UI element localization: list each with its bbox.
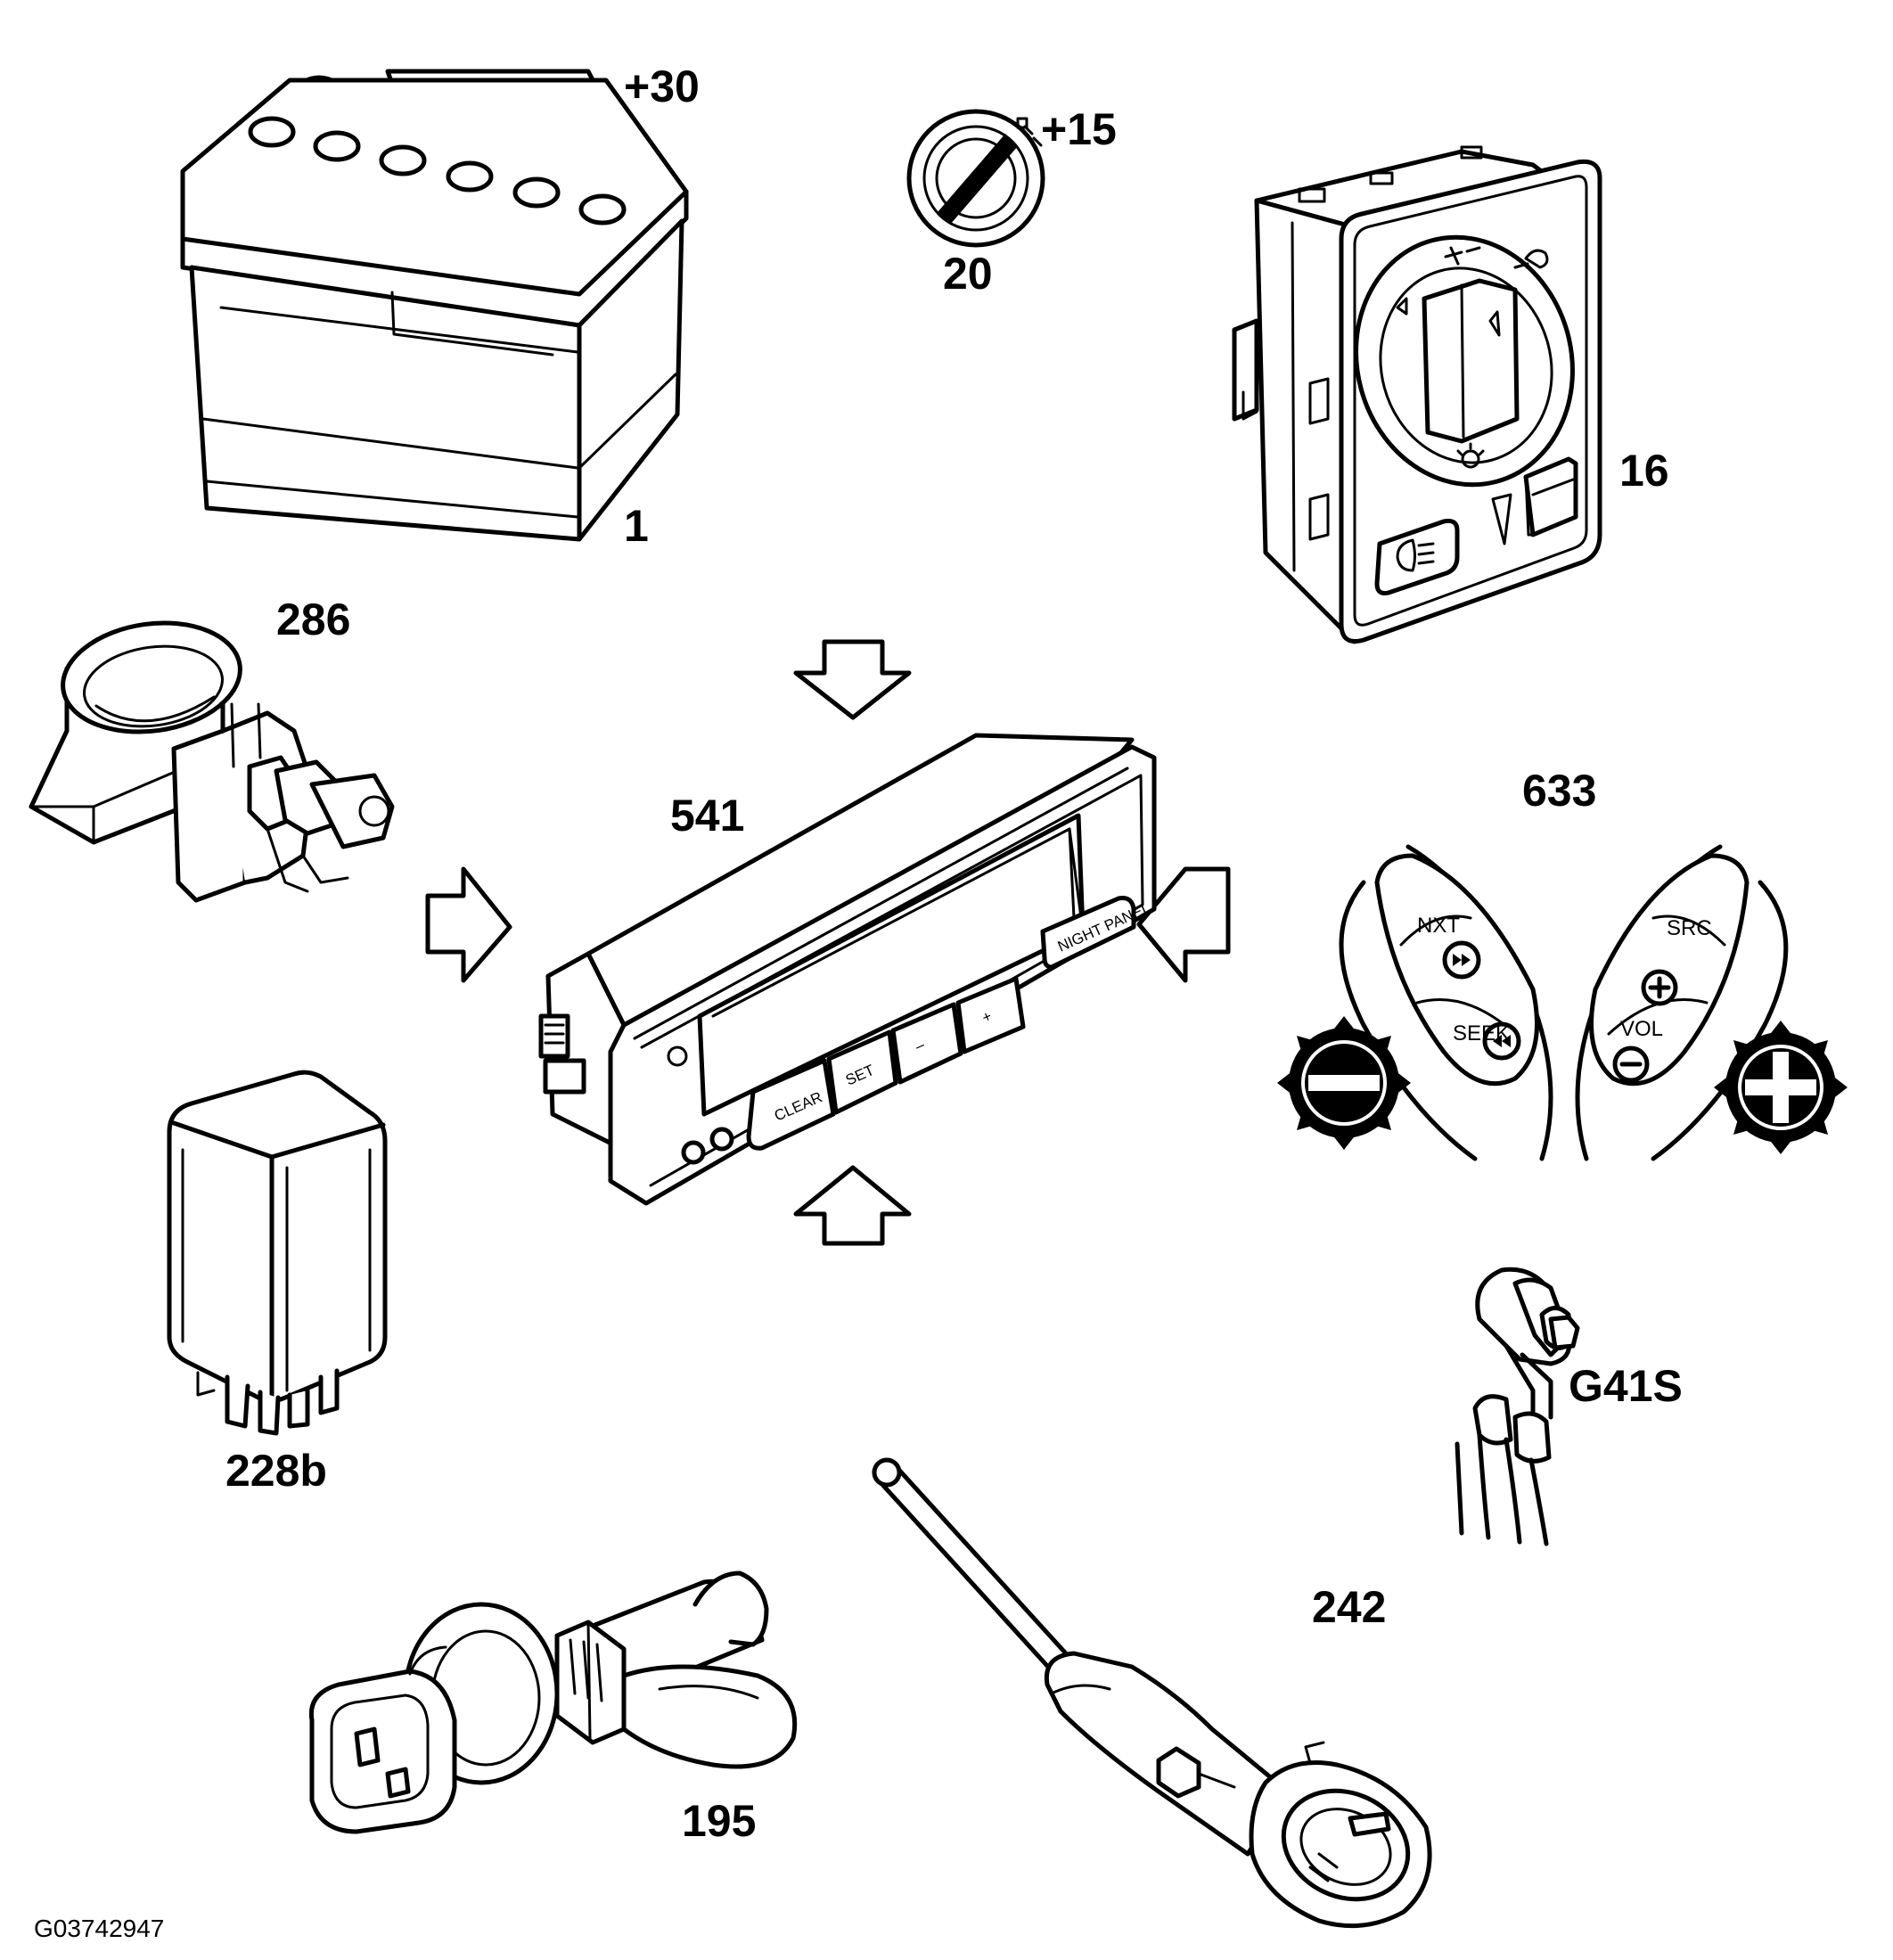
relay-illustration <box>167 1070 388 1436</box>
light-switch-illustration <box>1232 145 1602 644</box>
ground-point-illustration <box>1455 1267 1580 1546</box>
battery-terminal-label: +30 <box>624 62 700 111</box>
ignition-terminal-label: +15 <box>1041 104 1117 154</box>
probe-sensor-label: 242 <box>1312 1582 1387 1632</box>
ignition-switch-label: 20 <box>943 249 993 299</box>
control-unit-illustration: CLEAR SET – + NIGHT PANEL <box>538 733 1157 1206</box>
battery-label: 1 <box>624 501 649 551</box>
ignition-switch-illustration <box>906 109 1045 248</box>
arrow-top <box>793 639 912 720</box>
source-button-label: SRC <box>1667 916 1712 940</box>
ground-point-label: G41S <box>1569 1361 1683 1411</box>
steering-controls-label: 633 <box>1522 766 1597 816</box>
light-switch-label: 16 <box>1619 446 1669 496</box>
steering-controls-illustration <box>1277 844 1848 1161</box>
plus-gear-icon <box>1714 1021 1848 1154</box>
sensor-286-illustration <box>29 620 395 903</box>
battery-illustration <box>180 69 689 542</box>
arrow-bottom <box>793 1165 912 1246</box>
volume-label: VOL <box>1620 1017 1664 1041</box>
minus-gear-icon <box>1277 1016 1411 1150</box>
relay-label: 228b <box>225 1446 327 1496</box>
pressure-switch-label: 195 <box>682 1796 757 1846</box>
sensor-286-label: 286 <box>276 595 351 644</box>
next-button-label: NXT <box>1417 914 1460 938</box>
probe-sensor-illustration <box>872 1457 1432 1929</box>
reference-code: G03742947 <box>34 1915 165 1942</box>
seek-label: SEEK <box>1453 1021 1511 1046</box>
arrow-left <box>425 866 512 983</box>
pressure-switch-illustration <box>308 1570 798 1834</box>
control-unit-label: 541 <box>670 791 745 841</box>
arrow-right <box>1136 866 1231 983</box>
